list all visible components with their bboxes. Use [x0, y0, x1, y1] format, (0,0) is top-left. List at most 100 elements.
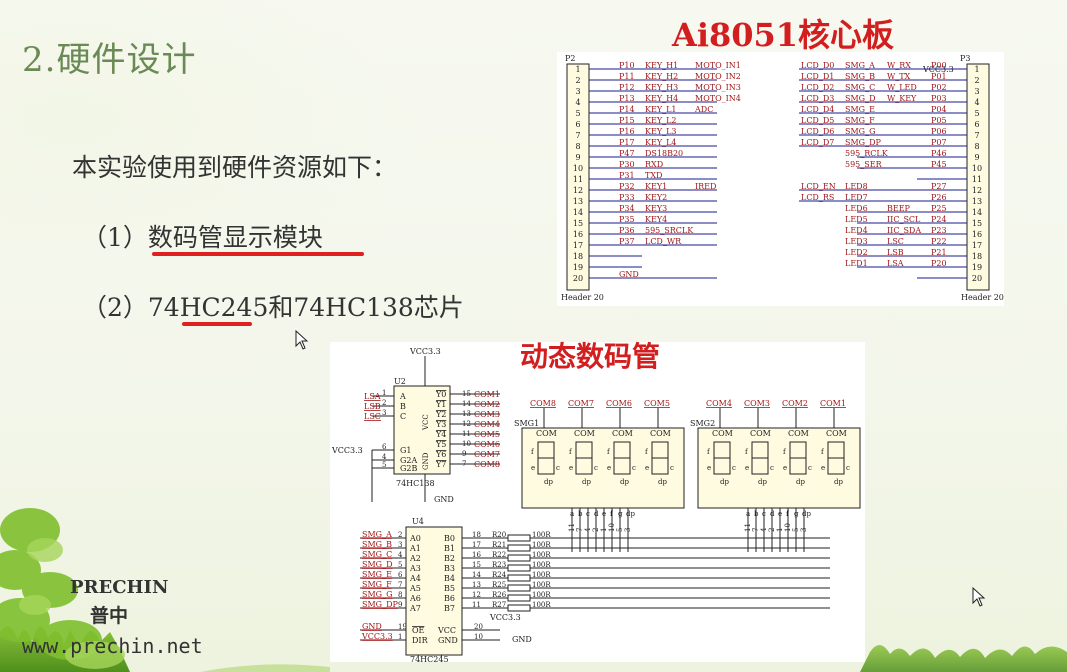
u4-resistor: [507, 554, 531, 562]
u4-in-net: SMG_A: [362, 530, 392, 539]
underline-annotation-2: [182, 322, 252, 326]
smg-seg-num: 1: [600, 528, 608, 532]
seg-f: f: [821, 448, 825, 456]
u2-com-net: COM5: [474, 430, 500, 439]
u4-res-label: R20: [492, 531, 506, 539]
u4-b-pin: B0: [444, 534, 455, 543]
p3-net-lcd: LCD_D3: [801, 94, 834, 103]
smg-label: SMG2: [690, 419, 715, 428]
u4-res-label: R25: [492, 581, 506, 589]
u4-a-pin: A0: [409, 534, 421, 543]
resource-item-1: （1）数码管显示模块: [82, 223, 323, 252]
p2-net-fn1: KEY_L1: [645, 105, 677, 114]
mouse-cursor-icon: [295, 330, 309, 350]
underline-annotation-1: [152, 252, 364, 256]
u2-com-net: COM2: [474, 400, 500, 409]
u4-res-val: 100R: [532, 561, 551, 569]
smg-seg-num: 3: [624, 528, 632, 532]
u4-a-pin: A1: [409, 544, 421, 553]
u4-ctl-net: GND: [362, 622, 382, 631]
p2-pin-num: 3: [575, 87, 580, 96]
p2-net-fn2: IRED: [695, 182, 716, 191]
p3-net-fn2: LSC: [887, 237, 904, 246]
p3-net-port: P01: [931, 72, 947, 81]
u2-left-num: 2: [382, 399, 386, 407]
u2-chip-body: [393, 385, 451, 475]
seg-c: c: [770, 464, 774, 472]
p3-pin-num: 20: [972, 274, 982, 283]
p3-pin-num: 10: [972, 164, 982, 173]
p3-pin-num: 18: [972, 252, 982, 261]
u4-res-label: R24: [492, 571, 507, 579]
u4-ctl-num: 19: [398, 623, 407, 631]
seg-f: f: [569, 448, 573, 456]
p2-pin-num: 6: [575, 120, 580, 129]
p3-pin-num: 2: [974, 76, 979, 85]
u4-out-num: 17: [472, 541, 481, 549]
u4-a-pin: A5: [409, 584, 421, 593]
p3-net-fn2: LSB: [887, 248, 904, 257]
p2-header-box: [566, 63, 590, 291]
p2-pin-num: 15: [573, 219, 583, 228]
u2-select-net: LSA: [364, 392, 381, 401]
smg-seg-num: 1: [776, 528, 784, 532]
smg-body: [697, 427, 861, 509]
seg-dp: dp: [834, 478, 843, 486]
p2-pin-num: 1: [575, 65, 580, 74]
u2-left-num: 4: [382, 453, 387, 461]
seg-f: f: [707, 448, 711, 456]
p3-net-fn1: SMG_B: [845, 72, 875, 81]
p3-pin-num: 3: [974, 87, 979, 96]
u2-com-net: COM7: [474, 450, 500, 459]
p3-pin-num: 4: [974, 98, 979, 107]
p3-net-lcd: LCD_RS: [801, 193, 834, 202]
p2-pin-num: 14: [573, 208, 583, 217]
u2-com-net: COM8: [474, 460, 500, 469]
p3-net-port: P45: [931, 160, 947, 169]
p3-net-fn1: LED1: [845, 259, 868, 268]
p2-net-fn1: 595_SRCLK: [645, 226, 694, 235]
u4-res-val: 100R: [532, 581, 551, 589]
intro-text: 本实验使用到硬件资源如下：: [72, 153, 398, 182]
p2-net-port: P33: [619, 193, 635, 202]
seg-c: c: [632, 464, 636, 472]
p3-net-fn1: SMG_F: [845, 116, 875, 125]
p2-net-fn1: LCD_WR: [645, 237, 682, 246]
p3-net-fn1: SMG_A: [845, 61, 875, 70]
seg-dp: dp: [544, 478, 553, 486]
seg-c: c: [556, 464, 560, 472]
u2-com-net: COM1: [474, 390, 500, 399]
p2-net-port: P35: [619, 215, 635, 224]
u4-res-label: R26: [492, 591, 507, 599]
smg-com-net: COM7: [568, 399, 594, 408]
p3-net-fn2: IIC_SCL: [887, 215, 921, 224]
u2-left-num: 1: [382, 389, 386, 397]
p3-net-port: P23: [931, 226, 947, 235]
u4-res-val: 100R: [532, 601, 551, 609]
u4-in-num: 9: [398, 601, 402, 609]
website-link[interactable]: www.prechin.net: [22, 634, 203, 658]
p2-net-fn1: KEY_L2: [645, 116, 677, 125]
u4-label: U4: [412, 517, 424, 526]
p3-net-port: P00: [931, 61, 947, 70]
p2-net-fn2: MOTO_IN1: [695, 61, 741, 70]
seg-dp: dp: [658, 478, 667, 486]
p3-net-fn1: LED5: [845, 215, 868, 224]
u4-out-num: 14: [472, 571, 481, 579]
p2-pin-num: 11: [573, 175, 583, 184]
p2-pin-num: 2: [575, 76, 580, 85]
p2-net-fn1: KEY2: [645, 193, 667, 202]
u4-b-pin: B6: [444, 594, 455, 603]
u2-right-pin: Y2: [435, 410, 446, 419]
p3-label: P3: [960, 54, 970, 63]
p2-net-fn1: KEY_H3: [645, 83, 678, 92]
p2-net-fn1: KEY_L4: [645, 138, 677, 147]
p2-net-port: P17: [619, 138, 635, 147]
seg-e: e: [607, 464, 611, 472]
p2-pin-num: 16: [573, 230, 583, 239]
p3-net-fn1: LED6: [845, 204, 868, 213]
p3-net-fn2: W_RX: [887, 61, 911, 70]
u4-chip-body: [405, 526, 463, 656]
u4-in-num: 2: [398, 531, 402, 539]
p3-net-fn2: W_LED: [887, 83, 917, 92]
